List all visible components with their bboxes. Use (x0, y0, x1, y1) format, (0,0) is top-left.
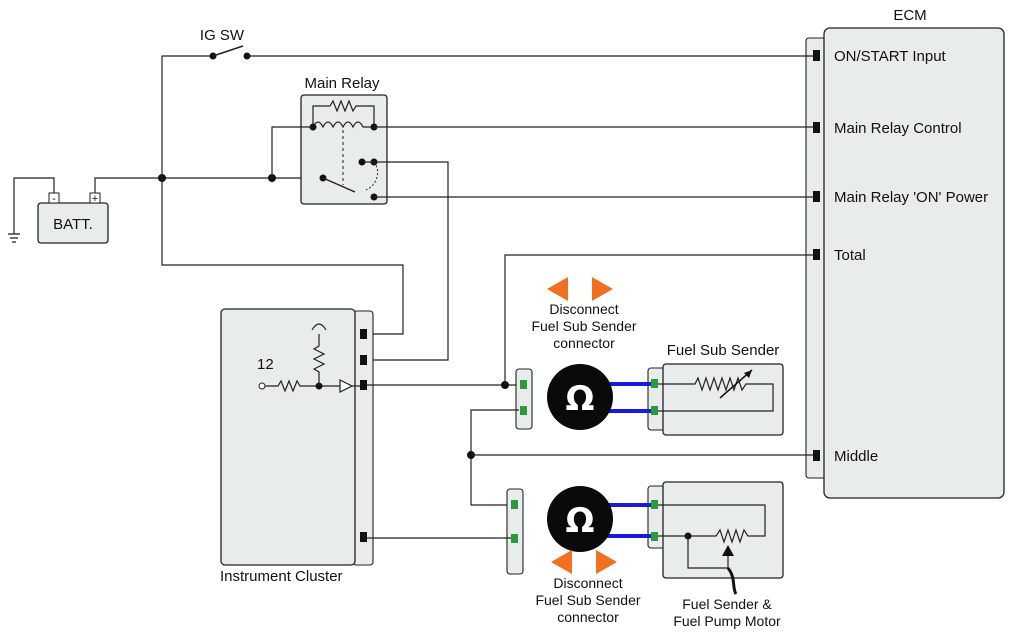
ecm-pin-on-start-input: ON/START Input (834, 48, 947, 65)
sub-sender-inline-connector (515, 368, 533, 430)
fuel-sender-inline-connector (506, 488, 524, 575)
cluster-battery-wire (161, 178, 404, 335)
relay-coil-feed-wire (271, 126, 313, 178)
cluster-box (220, 308, 356, 566)
ecm-box (823, 27, 1005, 499)
ecm-total-wire (504, 254, 813, 385)
ohmmeter-bottom: Ω (547, 486, 651, 552)
disconnect-bottom-line2: Fuel Sub Sender (535, 592, 640, 608)
battery-box (37, 202, 109, 244)
disconnect-top-line2: Fuel Sub Sender (531, 318, 636, 334)
disconnect-bottom-line1: Disconnect (553, 575, 622, 591)
battery-pos-sign: + (92, 193, 98, 205)
battery-neg-sign: - (52, 193, 56, 205)
main-relay-label: Main Relay (304, 75, 380, 92)
ohm-symbol: Ω (566, 501, 595, 541)
ig-switch: IG SW (161, 27, 813, 178)
fuel-sender-pump: Fuel Sender & Fuel Pump Motor (647, 481, 784, 629)
ecm-pin-middle: Middle (834, 448, 878, 465)
fuel-sender-label-2: Fuel Pump Motor (673, 613, 781, 629)
cluster-label: Instrument Cluster (220, 568, 343, 585)
relay-to-cluster-wire (362, 161, 449, 361)
ecm-pin-main-relay-control: Main Relay Control (834, 120, 962, 137)
disconnect-top-line1: Disconnect (549, 301, 618, 317)
disconnect-note-bottom: Disconnect Fuel Sub Sender connector (535, 550, 641, 625)
ecm-pin (813, 450, 820, 461)
ecm-title: ECM (893, 7, 926, 24)
fuel-sub-sender-label: Fuel Sub Sender (667, 342, 780, 359)
ohmmeter-icon (547, 364, 613, 430)
ground-icon (8, 177, 55, 243)
disconnect-note-top: Disconnect Fuel Sub Sender connector (531, 277, 637, 351)
ecm-pin (813, 191, 820, 202)
disconnect-bottom-line3: connector (557, 609, 619, 625)
ohmmeter-top: Ω (547, 364, 651, 430)
ig-sw-label: IG SW (200, 27, 245, 44)
ohmmeter-icon (547, 486, 613, 552)
main-relay: Main Relay (300, 75, 388, 205)
ecm-pin-total: Total (834, 247, 866, 264)
disconnect-top-line3: connector (553, 335, 615, 351)
fuel-sender-label-1: Fuel Sender & (682, 596, 772, 612)
ecm: ECM ON/START Input Main Relay Control Ma… (805, 7, 1005, 499)
ecm-pin (813, 249, 820, 260)
cluster-connector (352, 310, 374, 566)
battery-label: BATT. (53, 216, 93, 233)
cluster-terminal-label: 12 (257, 356, 274, 373)
fuel-sub-sender: Fuel Sub Sender (647, 342, 784, 436)
ecm-pin (813, 122, 820, 133)
battery-positive-wire (94, 177, 323, 193)
ecm-pin (813, 50, 820, 61)
ohm-symbol: Ω (566, 379, 595, 419)
ecm-pin-main-relay-on-power: Main Relay 'ON' Power (834, 189, 988, 206)
battery: BATT. - + (37, 192, 109, 244)
instrument-cluster: Instrument Cluster 12 (220, 308, 374, 585)
